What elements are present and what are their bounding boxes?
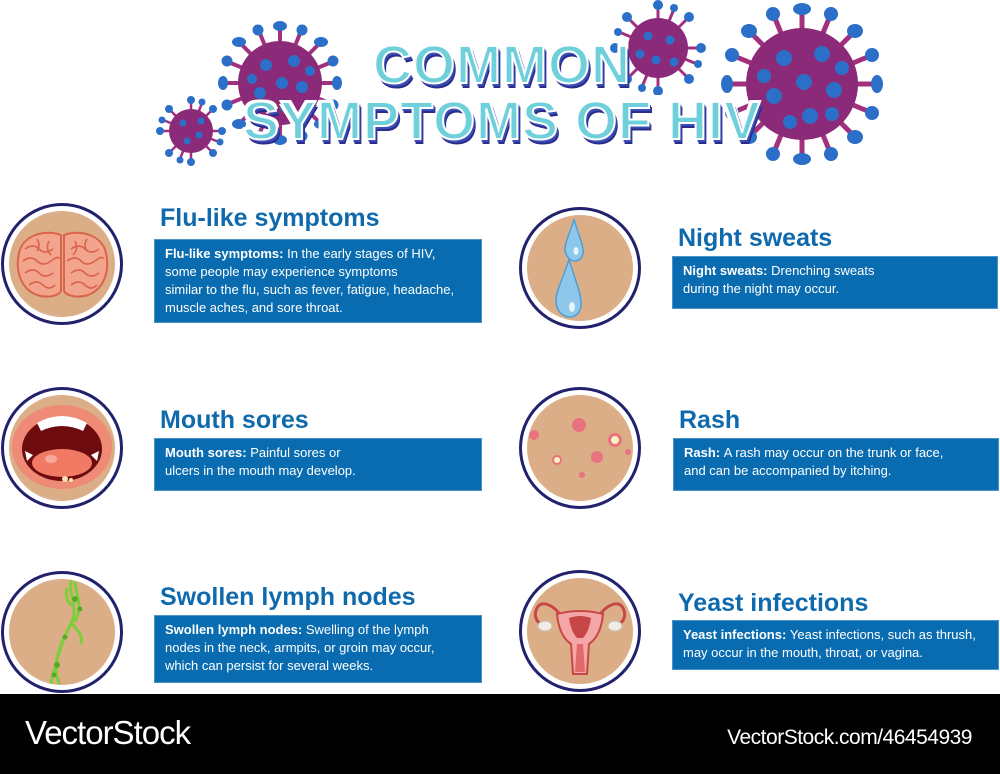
description-label: Flu-like symptoms: — [165, 246, 288, 261]
card-heading: Swollen lymph nodes — [160, 583, 416, 611]
card-description: Night sweats: Drenching sweats during th… — [672, 256, 998, 309]
description-label: Rash: — [684, 445, 724, 460]
footer-image-id: VectorStock.com/46454939 — [727, 726, 972, 749]
icon-circle — [1, 387, 123, 509]
card-heading: Mouth sores — [160, 406, 309, 434]
open-mouth-icon — [12, 405, 112, 489]
title-line-1: COMMON — [372, 35, 631, 95]
virus-icon — [610, 0, 706, 95]
card-description: Swollen lymph nodes: Swelling of the lym… — [154, 615, 482, 683]
uterus-icon — [533, 602, 627, 675]
icon-circle — [1, 203, 123, 325]
title-line-2: SYMPTOMS OF HIV — [242, 91, 762, 151]
virus-icon — [218, 21, 342, 145]
virus-icon — [721, 3, 883, 165]
card-heading: Yeast infections — [678, 589, 869, 617]
lymph-nodes-icon — [49, 579, 83, 685]
description-label: Mouth sores: — [165, 445, 251, 460]
card-heading: Night sweats — [678, 224, 833, 252]
card-heading: Rash — [679, 406, 741, 434]
card-heading: Flu-like symptoms — [160, 204, 380, 232]
virus-icon — [156, 96, 226, 166]
header: COMMON SYMPTOMS OF HIV — [0, 0, 1000, 180]
footer-watermark-bar: VectorStock VectorStock.com/46454939 — [0, 694, 1000, 774]
description-label: Night sweats: — [683, 263, 772, 278]
sweat-drops-icon — [555, 218, 584, 318]
icon-circle — [519, 387, 641, 509]
icon-circle — [1, 571, 123, 693]
card-description: Rash: A rash may occur on the trunk or f… — [673, 438, 999, 491]
icon-circle — [519, 207, 641, 329]
rash-spots-icon — [529, 418, 631, 478]
card-description: Mouth sores: Painful sores or ulcers in … — [154, 438, 482, 491]
description-label: Swollen lymph nodes: — [165, 622, 306, 637]
card-description: Flu-like symptoms: In the early stages o… — [154, 239, 482, 323]
card-description: Yeast infections: Yeast infections, such… — [672, 620, 999, 670]
brain-icon — [16, 231, 109, 298]
icon-circle — [519, 570, 641, 692]
footer-brand: VectorStock — [25, 714, 191, 751]
description-label: Yeast infections: — [683, 627, 790, 642]
page-title: COMMON SYMPTOMS OF HIV — [232, 35, 772, 151]
